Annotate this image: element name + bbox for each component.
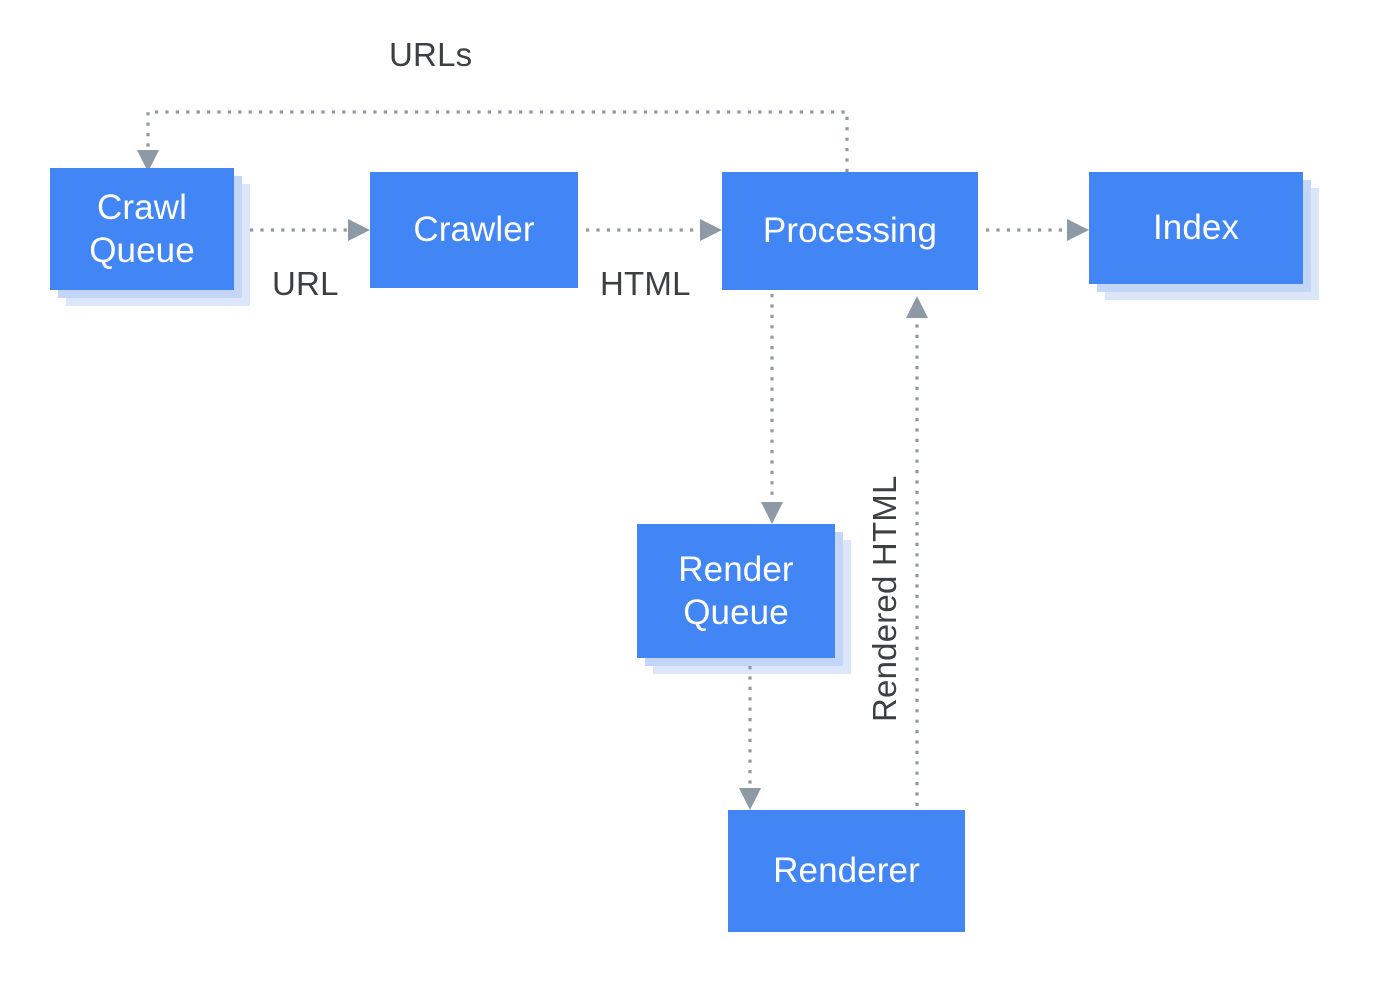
arrow-head-render-queue xyxy=(761,502,783,524)
node-index[interactable]: Index xyxy=(1089,172,1303,284)
arrow-head-crawler xyxy=(348,219,370,241)
node-processing[interactable]: Processing xyxy=(722,172,978,290)
node-crawler-label: Crawler xyxy=(413,210,535,250)
node-renderer-label: Renderer xyxy=(773,851,920,891)
edge-label-html: HTML xyxy=(600,265,691,302)
node-render-queue[interactable]: Render Queue xyxy=(637,524,835,658)
edge-renderer-to-processing xyxy=(906,296,928,806)
arrow-head-renderer xyxy=(739,788,761,810)
node-crawler[interactable]: Crawler xyxy=(370,172,578,288)
edge-label-rendered-html: Rendered HTML xyxy=(866,475,903,722)
edge-processing-to-render-queue xyxy=(761,294,783,524)
edge-render-queue-to-renderer xyxy=(739,666,761,810)
edge-processing-to-index xyxy=(986,219,1089,241)
edge-processing-to-crawl-queue xyxy=(137,110,849,172)
arrow-head-processing-bottom xyxy=(906,296,928,318)
edge-crawl-queue-to-crawler xyxy=(250,219,370,241)
arrow-head-processing xyxy=(700,219,722,241)
arrow-head-index xyxy=(1067,219,1089,241)
edge-label-urls: URLs xyxy=(389,36,473,73)
node-renderer[interactable]: Renderer xyxy=(728,810,965,932)
node-crawl-queue-label: Crawl Queue xyxy=(89,187,195,270)
node-crawl-queue[interactable]: Crawl Queue xyxy=(50,168,234,290)
edge-crawler-to-processing xyxy=(586,219,722,241)
edge-label-url: URL xyxy=(272,265,339,302)
node-processing-label: Processing xyxy=(762,211,938,251)
node-index-label: Index xyxy=(1152,208,1240,248)
node-render-queue-label: Render Queue xyxy=(678,549,794,632)
